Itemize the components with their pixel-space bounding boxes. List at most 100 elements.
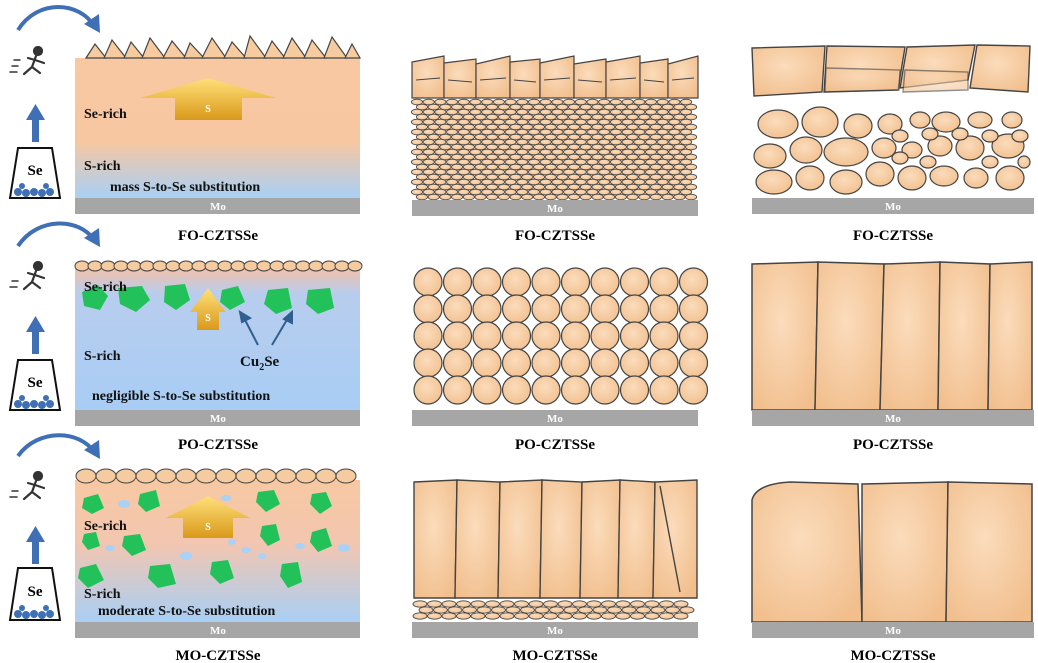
small-grain [516, 158, 529, 166]
se-droplets [105, 495, 350, 560]
small-grain [633, 168, 646, 176]
small-grain [603, 183, 616, 191]
small-grain [685, 123, 698, 131]
small-grain [509, 173, 522, 181]
small-grain [476, 606, 492, 614]
small-grain [673, 143, 686, 151]
small-grain [563, 138, 576, 146]
grain [795, 165, 825, 191]
small-grain [516, 138, 529, 146]
round-grain [678, 348, 709, 378]
small-grain [462, 153, 475, 161]
surface-crystals [84, 34, 362, 59]
small-grain [603, 163, 616, 171]
small-grain [486, 103, 499, 111]
grain [921, 127, 939, 141]
round-grain [413, 267, 443, 297]
small-grain [486, 183, 499, 191]
small-grain [563, 118, 576, 126]
small-grain [661, 143, 674, 151]
small-grain [551, 158, 564, 166]
se-rich-label: Se-rich [84, 107, 127, 122]
round-grain [531, 321, 561, 351]
small-grain [563, 98, 576, 106]
small-grain [474, 123, 487, 131]
small-grain [422, 98, 435, 106]
small-grain [539, 158, 552, 166]
small-grain [638, 153, 651, 161]
small-grain [474, 193, 487, 201]
small-grain [591, 153, 604, 161]
small-grain [574, 148, 587, 156]
small-grain [509, 153, 522, 161]
small-grain [516, 178, 529, 186]
small-grain [446, 98, 459, 106]
substitution-note: moderate S-to-Se substitution [98, 604, 276, 619]
small-grain [626, 113, 639, 121]
small-grain [591, 183, 604, 191]
small-grain [469, 108, 482, 116]
small-grain [486, 153, 499, 161]
small-grain [492, 158, 505, 166]
surface-grain [269, 260, 285, 272]
small-grain [422, 168, 435, 176]
small-grain [568, 193, 581, 201]
crust-grain [509, 58, 541, 99]
small-grain [434, 178, 447, 186]
small-grain [603, 103, 616, 111]
small-grain [645, 108, 658, 116]
round-grain [472, 348, 502, 378]
small-grain [636, 606, 651, 614]
small-grain [539, 168, 552, 176]
round-grain [442, 321, 473, 351]
surface-grain-row [74, 260, 363, 272]
small-grain [626, 163, 639, 171]
small-grain [556, 193, 569, 201]
small-grain [633, 148, 646, 156]
grain [753, 143, 787, 169]
small-grain [434, 168, 447, 176]
small-grain [621, 108, 634, 116]
se-source-icon: Se [8, 147, 62, 199]
surface-grain [282, 260, 298, 272]
caption-po-left: PO-CZTSSe [178, 437, 258, 453]
small-grain [516, 118, 529, 126]
small-grain [446, 148, 459, 156]
small-grain [579, 123, 592, 131]
small-grain [685, 103, 698, 111]
small-grain [621, 148, 634, 156]
po-middle-structure: Mo [412, 267, 709, 426]
small-grain [451, 193, 464, 201]
small-grain [427, 173, 440, 181]
small-grain [609, 168, 622, 176]
grain [951, 127, 969, 141]
surface-grain [295, 468, 317, 484]
small-grain [539, 188, 552, 196]
small-grain [516, 188, 529, 196]
surface-grain [191, 260, 207, 272]
small-grain [650, 133, 663, 141]
round-grain [413, 321, 443, 351]
round-grain [619, 348, 650, 378]
small-grain [481, 98, 494, 106]
round-grain [649, 348, 679, 378]
curved-arrow-icon [16, 433, 96, 458]
small-grain [544, 143, 557, 151]
small-grain [481, 158, 494, 166]
small-grain [650, 193, 663, 201]
small-grain [668, 98, 681, 106]
small-grain [680, 138, 693, 146]
small-grain [514, 612, 529, 620]
small-grain [621, 98, 634, 106]
small-grain [661, 153, 674, 161]
surface-grain [135, 468, 157, 484]
small-grain [668, 118, 681, 126]
crust-crack [577, 79, 603, 83]
small-grain [462, 173, 475, 181]
small-grain [586, 168, 599, 176]
small-grain [630, 600, 645, 608]
small-grain [451, 183, 464, 191]
small-grain [614, 103, 627, 111]
small-grain [434, 148, 447, 156]
small-grain [504, 138, 517, 146]
